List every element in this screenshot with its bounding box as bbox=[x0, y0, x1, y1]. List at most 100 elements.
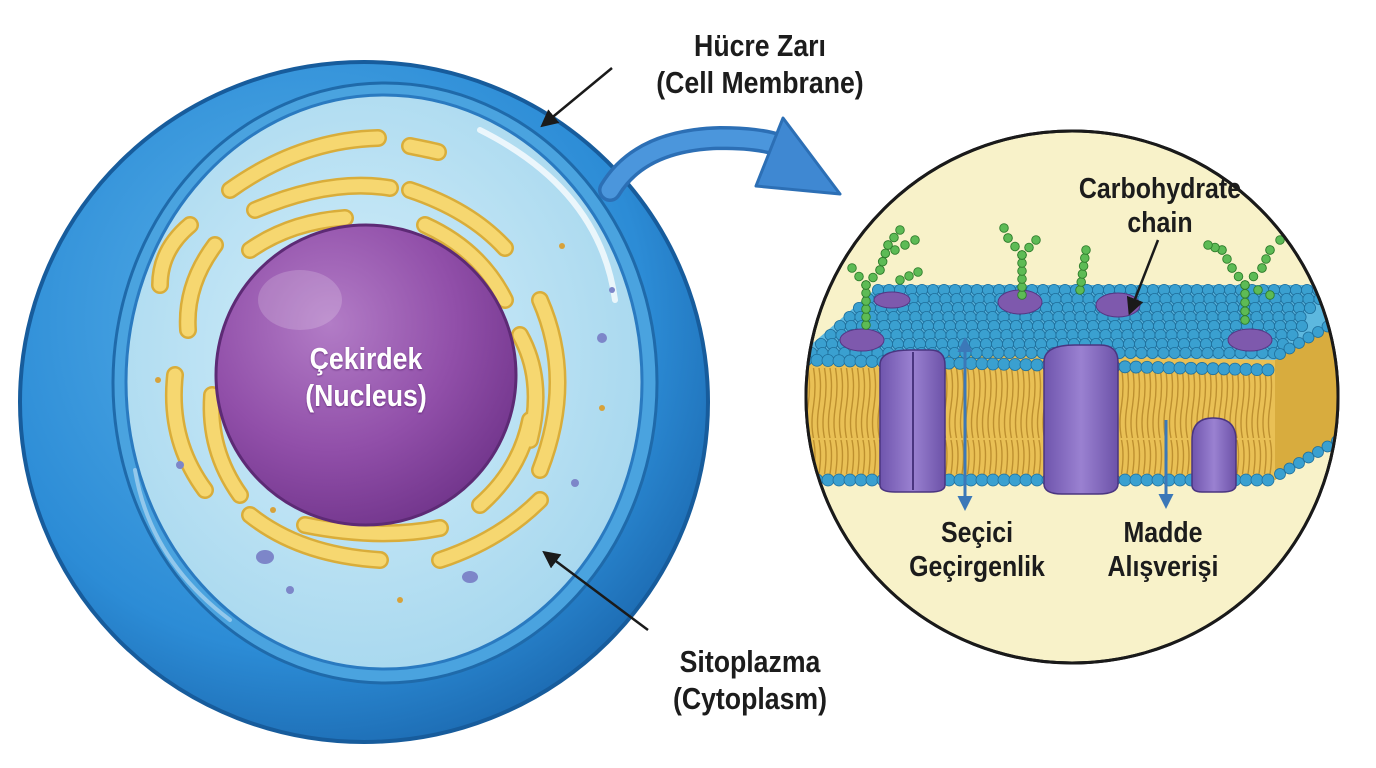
lipid-tail bbox=[1263, 439, 1267, 475]
sugar-bead bbox=[1227, 263, 1237, 273]
sugar-bead bbox=[889, 232, 899, 243]
lipid-tail bbox=[983, 439, 987, 475]
phospholipid-head bbox=[997, 473, 1011, 487]
endoplasmic-reticulum bbox=[151, 129, 567, 569]
label-exchange-line2: Alışverişi bbox=[1107, 551, 1219, 584]
phospholipid-head bbox=[1323, 283, 1336, 296]
phospholipid-head bbox=[986, 357, 1000, 371]
lipid-tail bbox=[871, 367, 877, 439]
phospholipid-head bbox=[1184, 361, 1198, 375]
phospholipid-head bbox=[1302, 331, 1315, 344]
sugar-bead bbox=[895, 275, 905, 285]
phospholipid-head bbox=[806, 473, 813, 487]
sugar-bead bbox=[868, 272, 878, 283]
sugar-bead bbox=[1017, 282, 1027, 292]
phospholipid-head bbox=[1250, 363, 1264, 377]
phospholipid-head bbox=[1135, 346, 1148, 359]
lipid-tail bbox=[822, 367, 827, 439]
lipid-tail bbox=[998, 367, 1003, 439]
lipid-tail bbox=[1181, 439, 1185, 475]
lipid-tail bbox=[1168, 367, 1174, 439]
phospholipid-head bbox=[964, 473, 978, 487]
label-selective-permeability: Seçici Geçirgenlik bbox=[878, 516, 1076, 584]
phospholipid-head bbox=[1151, 473, 1165, 487]
phospholipid-head bbox=[1283, 342, 1296, 355]
label-cytoplasm: Sitoplazma (Cytoplasm) bbox=[621, 644, 879, 717]
phospholipid-head bbox=[986, 473, 1000, 487]
lipid-tail bbox=[1170, 439, 1174, 475]
phospholipid-head bbox=[1179, 346, 1192, 359]
lipid-tail bbox=[1020, 367, 1025, 439]
sugar-bead bbox=[1253, 285, 1263, 295]
sugar-bead bbox=[854, 271, 864, 282]
label-carbohydrate-line2: chain bbox=[1127, 207, 1193, 240]
lipid-tail bbox=[1137, 439, 1141, 475]
sugar-bead bbox=[913, 267, 923, 277]
lipid-tail bbox=[845, 439, 849, 475]
sugar-bead bbox=[883, 240, 893, 250]
phospholipid-head bbox=[1030, 473, 1044, 487]
label-selective-line2: Geçirgenlik bbox=[909, 551, 1045, 584]
phospholipid-head bbox=[1025, 346, 1038, 359]
phospholipid-head bbox=[1312, 326, 1324, 338]
sugar-bead bbox=[900, 240, 910, 250]
organelle-dots bbox=[155, 243, 615, 603]
lipid-tail bbox=[1152, 367, 1157, 439]
sugar-bead bbox=[1240, 289, 1250, 299]
lipid-tail bbox=[1269, 439, 1273, 475]
lipid-tail bbox=[1247, 439, 1251, 475]
phospholipid-head bbox=[1293, 457, 1305, 469]
label-carbohydrate-line1: Carbohydrate bbox=[1078, 173, 1242, 205]
lipid-tail bbox=[977, 439, 981, 475]
glycoprotein-bumps bbox=[839, 289, 1273, 352]
label-cell-membrane-line2: (Cell Membrane) bbox=[656, 64, 864, 100]
lipid-tail bbox=[829, 439, 833, 475]
lipid-tail bbox=[827, 367, 833, 439]
phospholipid-head bbox=[964, 357, 978, 370]
sugar-bead bbox=[1265, 290, 1275, 300]
phospholipid-head bbox=[1019, 358, 1033, 372]
lipid-tail bbox=[1126, 439, 1130, 475]
sugar-bead bbox=[847, 263, 857, 273]
lipid-tail bbox=[1146, 367, 1152, 439]
label-cytoplasm-line2: (Cytoplasm) bbox=[672, 680, 828, 716]
phospholipid-head bbox=[1261, 363, 1275, 377]
phospholipid-head bbox=[810, 353, 824, 367]
phospholipid-head bbox=[1331, 315, 1338, 327]
phospholipid-head bbox=[1151, 361, 1165, 374]
sugar-bead bbox=[1078, 261, 1089, 271]
sugar-bead bbox=[1240, 297, 1250, 308]
lipid-tail bbox=[1120, 439, 1124, 475]
phospholipid-head bbox=[1190, 346, 1203, 359]
lipid-tail bbox=[1014, 367, 1020, 439]
sugar-bead bbox=[861, 320, 871, 330]
phospholipid-head bbox=[1296, 319, 1309, 332]
sugar-bead bbox=[1240, 280, 1250, 290]
phospholipid-head bbox=[981, 346, 994, 359]
sugar-bead bbox=[861, 296, 871, 306]
lipid-tail bbox=[1027, 439, 1031, 475]
sugar-bead bbox=[1203, 240, 1213, 250]
phospholipid-head bbox=[1173, 361, 1187, 375]
phospholipid-head bbox=[975, 473, 989, 487]
phospholipid-head bbox=[1239, 362, 1253, 376]
phospholipid-head bbox=[1008, 358, 1022, 371]
lipid-tail bbox=[976, 367, 981, 439]
lipid-tail bbox=[1148, 439, 1152, 475]
sugar-bead bbox=[1261, 254, 1271, 264]
phospholipid-head bbox=[1124, 346, 1137, 359]
cytoplasm-highlight bbox=[477, 127, 618, 303]
sugar-bead bbox=[1003, 233, 1013, 243]
phospholipid-head bbox=[865, 473, 879, 487]
lipid-tail bbox=[1234, 367, 1240, 439]
label-cytoplasm-line1: Sitoplazma bbox=[679, 644, 821, 679]
phospholipid-head bbox=[1157, 346, 1170, 359]
phospholipid-head bbox=[1274, 348, 1286, 360]
phospholipid-head bbox=[1140, 473, 1154, 487]
lipid-tail bbox=[840, 439, 844, 475]
sugar-bead bbox=[895, 225, 905, 235]
lipid-tail bbox=[1159, 439, 1163, 475]
label-cell-membrane-line1: Hücre Zarı bbox=[694, 28, 826, 63]
sugar-bead bbox=[1275, 235, 1285, 245]
